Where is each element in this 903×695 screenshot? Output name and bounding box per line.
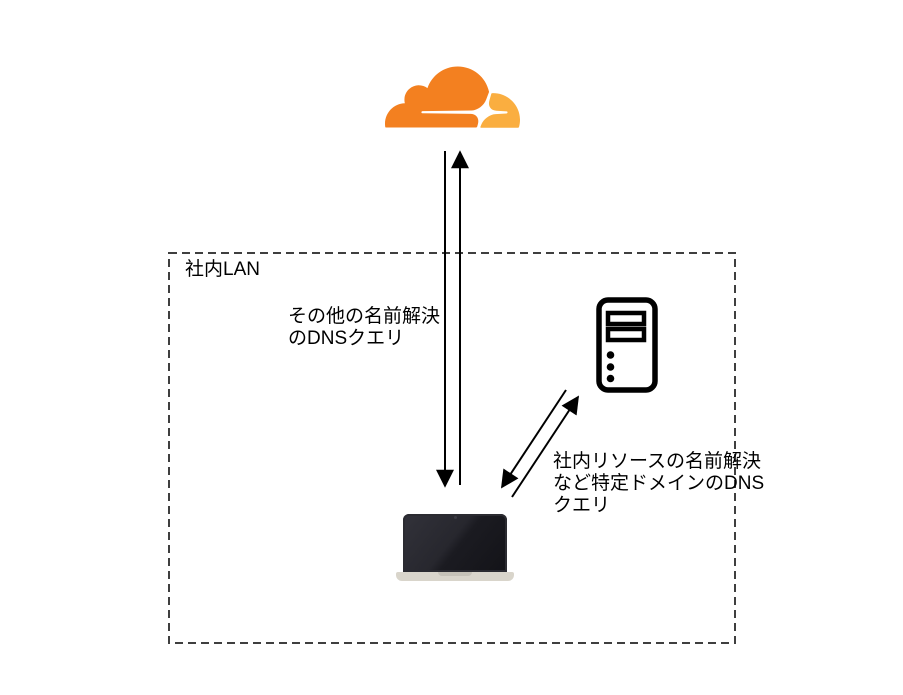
server-led-1: [606, 351, 615, 359]
laptop-notch: [438, 572, 472, 576]
lan-box-label: 社内LAN: [185, 259, 260, 280]
server-led-3: [606, 374, 615, 383]
laptop-client-icon: [396, 514, 514, 581]
other-dns-query-label: その他の名前解決 のDNSクエリ: [288, 306, 441, 349]
dns-server-icon: [596, 297, 658, 393]
cloudflare-cloud-light: [480, 93, 520, 128]
laptop-screen: [403, 514, 507, 572]
arrow-server-to-laptop: [501, 389, 567, 489]
internal-dns-query-label: 社内リソースの名前解決 など特定ドメインのDNS クエリ: [553, 451, 765, 516]
lan-boundary-box: [168, 252, 736, 644]
cloudflare-cloud-main: [385, 66, 490, 128]
server-drive-bay-2: [605, 326, 647, 343]
laptop-camera-dot: [453, 516, 457, 519]
server-led-2: [606, 363, 615, 371]
cloudflare-cloud-icon: [385, 66, 520, 128]
arrow-laptop-to-server: [511, 395, 579, 498]
server-drive-bay-1: [605, 310, 647, 327]
laptop-base: [396, 572, 514, 581]
